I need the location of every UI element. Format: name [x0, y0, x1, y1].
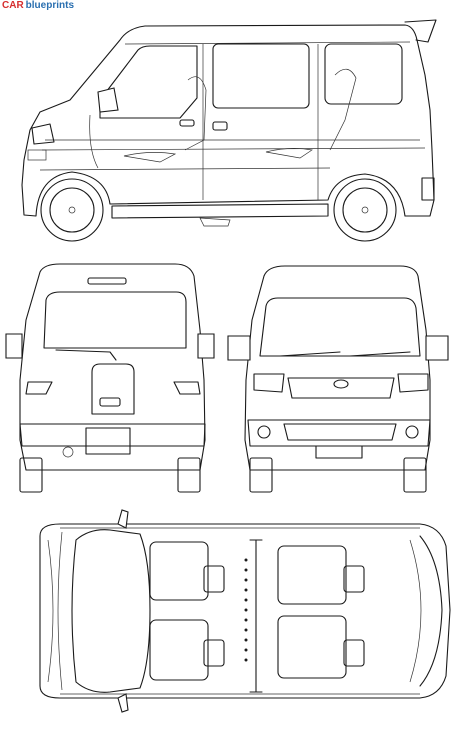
rear-hatch-handle [99, 397, 121, 407]
side-headlight [31, 123, 55, 145]
front-view [227, 265, 449, 493]
front-left-headlight [253, 373, 285, 393]
rear-view [5, 263, 215, 493]
top-dimension-line [249, 539, 263, 693]
front-right-headlight [397, 373, 429, 393]
top-front-right-seat [149, 619, 209, 681]
rear-wiper [55, 349, 117, 361]
side-front-window [99, 45, 198, 119]
top-windshield [71, 529, 151, 693]
top-left-mirror [117, 509, 129, 529]
side-middle-window [212, 43, 310, 109]
front-left-foglamp [257, 425, 271, 439]
rear-bumper [19, 423, 206, 447]
rear-right-mirror [197, 333, 215, 359]
front-right-foglamp [405, 425, 419, 439]
side-view [21, 19, 437, 242]
side-mirror [97, 87, 119, 113]
side-front-wheel [40, 178, 104, 242]
rear-right-lamp [173, 381, 201, 395]
side-front-door-handle [179, 119, 195, 127]
side-rear-wheel [333, 178, 397, 242]
rear-right-tire [177, 457, 201, 493]
side-slide-door-handle [212, 121, 228, 131]
front-grille [287, 377, 395, 399]
rear-window [43, 291, 187, 349]
front-emblem [333, 379, 349, 389]
rear-body-outline [19, 263, 206, 471]
front-body-outline [244, 265, 431, 471]
side-sill [111, 203, 329, 219]
front-wipers [279, 351, 411, 357]
top-view [39, 509, 451, 713]
front-windshield [259, 297, 421, 357]
front-bumper [247, 419, 431, 447]
rear-left-mirror [5, 333, 23, 359]
front-left-tire [249, 457, 273, 493]
side-rear-lamp [421, 177, 435, 201]
top-centerline-dots [244, 558, 248, 662]
front-right-tire [403, 457, 427, 493]
rear-left-tire [19, 457, 43, 493]
front-left-mirror [227, 335, 251, 361]
logo-suffix-word: blueprints [25, 0, 75, 11]
side-roof-spoiler [404, 19, 437, 43]
top-rear-right-seat [277, 615, 347, 679]
top-right-mirror [117, 693, 129, 713]
rear-left-lamp [25, 381, 53, 395]
side-rear-window [324, 43, 403, 105]
top-body-outline [39, 523, 451, 699]
top-rear-left-seat [277, 545, 347, 605]
front-right-mirror [425, 335, 449, 361]
logo-brand-word: CAR [2, 0, 24, 11]
front-license-plate [315, 445, 363, 459]
side-body-outline [21, 24, 435, 217]
top-front-left-seat [149, 541, 209, 601]
rear-license-plate [85, 427, 131, 455]
